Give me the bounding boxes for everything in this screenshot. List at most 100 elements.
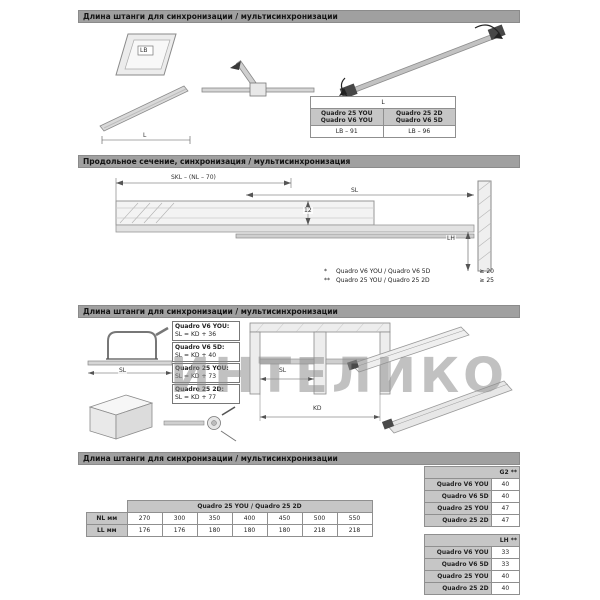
row-label-cell: Quadro V6 5D <box>424 490 492 503</box>
product-name: Quadro 25 YOU <box>321 110 373 117</box>
value-cell: 40 <box>490 570 521 583</box>
table-row: Quadro 25 YOU / Quadro 25 2D <box>87 500 373 513</box>
footnotes: * Quadro V6 YOU / Quadro V6 5D ≥ 20 ** Q… <box>324 267 494 285</box>
product-name: Quadro V6 YOU <box>320 117 373 124</box>
footnote-value: ≥ 25 <box>479 277 494 284</box>
sl-dimension-label: SL <box>350 187 360 194</box>
table-row: Quadro 25 YOU 47 <box>424 502 521 515</box>
section-2-header: Продольное сечение, синхронизация / муль… <box>78 155 520 168</box>
row-label-cell: LL мм <box>86 524 128 537</box>
value-cell: 47 <box>490 502 521 515</box>
value-cell: 550 <box>336 512 373 525</box>
row-label-cell: Quadro V6 YOU <box>424 546 492 559</box>
value-cell: LB – 96 <box>382 125 456 138</box>
value-cell: 176 <box>126 524 163 537</box>
table-row: Quadro 25 2D 47 <box>424 514 521 527</box>
footnote-text: Quadro V6 YOU / Quadro V6 5D <box>336 268 431 275</box>
lh-dimension-label: LH <box>446 235 456 242</box>
value-cell: 40 <box>490 582 521 595</box>
table-header-cell: G2 ** <box>424 466 520 479</box>
value-cell: 47 <box>490 514 521 527</box>
watermark: ИНТЕЛИКО <box>170 348 508 404</box>
value-cell: 180 <box>196 524 233 537</box>
value-cell: 176 <box>161 524 198 537</box>
lb-label: LB <box>139 47 149 54</box>
value-cell: 180 <box>231 524 268 537</box>
value-cell: 33 <box>490 546 521 559</box>
value-cell: 270 <box>126 512 163 525</box>
value-cell: 180 <box>266 524 303 537</box>
rod-coupling-drawing <box>201 60 315 97</box>
sl-section-label: SL <box>278 367 288 374</box>
section-longitudinal: Продольное сечение, синхронизация / муль… <box>78 155 520 303</box>
table-row: LL мм 176 176 180 180 180 218 218 <box>86 524 373 537</box>
kd-dimension-label: KD <box>312 405 323 412</box>
footnote-row: * Quadro V6 YOU / Quadro V6 5D ≥ 20 <box>324 267 494 276</box>
row-label-cell: Quadro 25 2D <box>424 514 492 527</box>
section-4-header: Длина штанги для синхронизации / мультис… <box>78 452 520 465</box>
table-row: Quadro V6 5D 33 <box>424 558 521 571</box>
formula-text: SL = KD + 40 <box>175 352 217 359</box>
section-rod-length-middle: Длина штанги для синхронизации / мультис… <box>78 305 520 450</box>
row-label-cell: Quadro 25 2D <box>424 582 492 595</box>
table-row: L <box>310 96 456 109</box>
section-rod-length-tables: Длина штанги для синхронизации / мультис… <box>78 452 521 595</box>
lh-table: LH ** Quadro V6 YOU 33 Quadro V6 5D 33 Q… <box>424 534 521 595</box>
table-row: Quadro 25 2D 40 <box>424 582 521 595</box>
table-row: Quadro 25 YOU 40 <box>424 570 521 583</box>
table-row: LB – 91 LB – 96 <box>310 125 456 138</box>
table-row: G2 ** <box>424 466 520 479</box>
formula-text: SL = KD + 36 <box>175 331 217 338</box>
longitudinal-section-drawing <box>115 178 492 272</box>
product-name: Quadro 25 2D <box>396 110 443 117</box>
row-label-cell: Quadro V6 5D <box>424 558 492 571</box>
formula-text: SL = KD + 73 <box>175 373 217 380</box>
value-cell: LB – 91 <box>310 125 384 138</box>
g2-table: G2 ** Quadro V6 YOU 40 Quadro V6 5D 40 Q… <box>424 466 521 527</box>
section-rod-length-top: Длина штанги для синхронизации / мультис… <box>78 10 520 155</box>
value-cell: 300 <box>161 512 198 525</box>
hacksaw-cut-drawing <box>87 326 173 375</box>
footnote-mark: * <box>324 268 327 275</box>
skl-dimension-label: SKL – (NL – 70) <box>170 174 217 181</box>
drawer-box-drawing <box>88 394 154 440</box>
table-row: Quadro 25 YOU Quadro V6 YOU Quadro 25 2D… <box>310 108 456 126</box>
formula-box: Quadro V6 YOU: SL = KD + 36 <box>172 321 240 341</box>
formula-text: SL = KD + 77 <box>175 394 217 401</box>
footnote-row: ** Quadro 25 YOU / Quadro 25 2D ≥ 25 <box>324 276 494 285</box>
table-row: Quadro V6 5D 40 <box>424 490 521 503</box>
table-row: NL мм 270 300 350 400 450 500 550 <box>86 512 373 525</box>
rail-perspective-drawing <box>347 326 513 434</box>
formula-box: Quadro 25 YOU: SL = KD + 73 <box>172 363 240 383</box>
footnote-mark: ** <box>324 277 330 284</box>
value-cell: 218 <box>336 524 373 537</box>
sync-rod-drawing <box>339 24 506 100</box>
table-header-cell: Quadro 25 YOU / Quadro 25 2D <box>126 500 373 513</box>
footnote-value: ≥ 20 <box>479 268 494 275</box>
empty-cell <box>87 501 128 513</box>
row-label-cell: Quadro 25 YOU <box>424 502 492 515</box>
rod-length-table: L Quadro 25 YOU Quadro V6 YOU Quadro 25 … <box>310 96 456 138</box>
table-row: Quadro V6 YOU 40 <box>424 478 521 491</box>
row-label-cell: Quadro V6 YOU <box>424 478 492 491</box>
value-cell: 40 <box>490 478 521 491</box>
table-header-cell: L <box>310 96 456 109</box>
section-3-header: Длина штанги для синхронизации / мультис… <box>78 305 520 318</box>
formula-product: Quadro 25 2D: <box>175 386 224 393</box>
formula-product: Quadro V6 YOU: <box>175 323 230 330</box>
footnote-text: Quadro 25 YOU / Quadro 25 2D <box>336 277 430 284</box>
value-cell: 500 <box>301 512 338 525</box>
value-cell: 218 <box>301 524 338 537</box>
formula-product: Quadro V6 5D: <box>175 344 225 351</box>
value-cell: 33 <box>490 558 521 571</box>
value-cell: 450 <box>266 512 303 525</box>
nl-ll-table: Quadro 25 YOU / Quadro 25 2D NL мм 270 3… <box>86 500 373 537</box>
rod-adapter-drawing <box>163 406 237 442</box>
formula-product: Quadro 25 YOU: <box>175 365 229 372</box>
row-label-cell: Quadro 25 YOU <box>424 570 492 583</box>
dim-12-label: 12 <box>303 207 313 214</box>
table-header-cell: LH ** <box>424 534 520 547</box>
row-label-cell: NL мм <box>86 512 128 525</box>
sl-saw-label: SL <box>118 367 128 374</box>
section-1-header: Длина штанги для синхронизации / мультис… <box>78 10 520 23</box>
